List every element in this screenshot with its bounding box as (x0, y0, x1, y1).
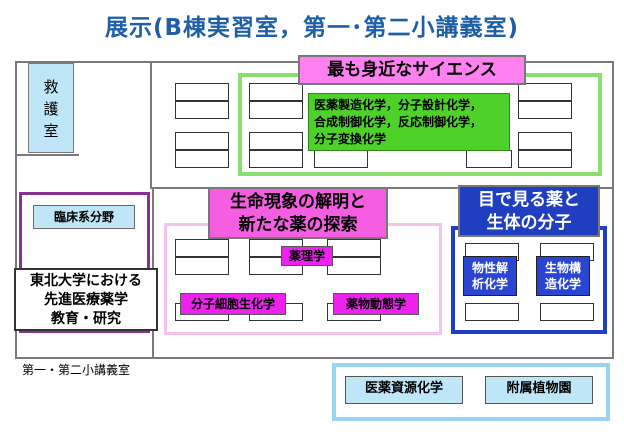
lab-label-structural-biology: 生物構 造化学 (536, 256, 590, 296)
desk (175, 239, 229, 257)
pharmacognosy-label: 医薬資源化学 (345, 376, 463, 404)
blue-header-line: 生体の分子 (486, 213, 572, 233)
lab-label-line: 物性解 (471, 261, 508, 275)
tohoku-panel-line: 教育・研究 (51, 311, 121, 327)
desk (327, 257, 381, 275)
green-section-line: 分子変換化学 (314, 132, 387, 146)
desk (249, 101, 303, 119)
botanical-garden-label: 附属植物園 (485, 376, 593, 404)
green-section-header: 最も身近なサイエンス (298, 55, 526, 85)
purple-section-frame (19, 192, 150, 333)
desk (249, 150, 303, 168)
lab-label-pharmacokinetics: 薬物動態学 (333, 293, 419, 315)
lab-label-physical-analytical-chemistry: 物性解 析化学 (463, 256, 517, 296)
green-section-line: 合成制御化学，反応制御化学， (314, 115, 483, 129)
lab-label-pharmacology: 薬理学 (281, 246, 333, 266)
pink-section-header: 生命現象の解明と 新たな薬の探索 (208, 187, 388, 239)
pink-header-line: 新たな薬の探索 (238, 215, 358, 235)
desk (175, 257, 229, 275)
lab-label-line: 生物構 (544, 261, 581, 275)
desk (175, 150, 229, 168)
lab-label-molecular-cell-biochemistry: 分子細胞生化学 (180, 293, 286, 315)
desk (175, 132, 229, 150)
tohoku-panel: 東北大学における 先進医療薬学 教育・研究 (14, 268, 158, 331)
pink-section-frame (164, 223, 442, 335)
bottom-section-frame (332, 363, 610, 421)
desk (465, 303, 519, 321)
wall-divider (150, 61, 152, 189)
desk (518, 150, 572, 168)
desk (249, 132, 303, 150)
tohoku-panel-line: 東北大学における (30, 273, 142, 289)
first-aid-room-label: 救 護 室 (43, 78, 59, 140)
desk (540, 303, 594, 321)
green-section-box: 医薬製造化学，分子設計化学， 合成制御化学，反応制御化学， 分子変換化学 (308, 93, 510, 151)
blue-header-line: 目で見る薬と (478, 190, 580, 210)
tohoku-panel-line: 先進医療薬学 (44, 292, 128, 308)
lecture-room-caption: 第一・第二小講義室 (22, 363, 131, 377)
desk (518, 132, 572, 150)
wall-divider (17, 154, 79, 156)
clinical-field-label: 臨床系分野 (33, 205, 135, 229)
first-aid-room: 救 護 室 (28, 63, 74, 153)
desk (518, 101, 572, 119)
desk (249, 83, 303, 101)
desk (518, 83, 572, 101)
page-title: 展示(B棟実習室，第一･第二小講義室) (104, 15, 520, 41)
lab-label-line: 造化学 (544, 277, 581, 291)
desk (175, 101, 229, 119)
pink-header-line: 生命現象の解明と (230, 192, 366, 212)
desk (175, 83, 229, 101)
blue-section-header: 目で見る薬と 生体の分子 (458, 185, 600, 237)
green-section-line: 医薬製造化学，分子設計化学， (314, 98, 483, 112)
lab-label-line: 析化学 (471, 277, 508, 291)
